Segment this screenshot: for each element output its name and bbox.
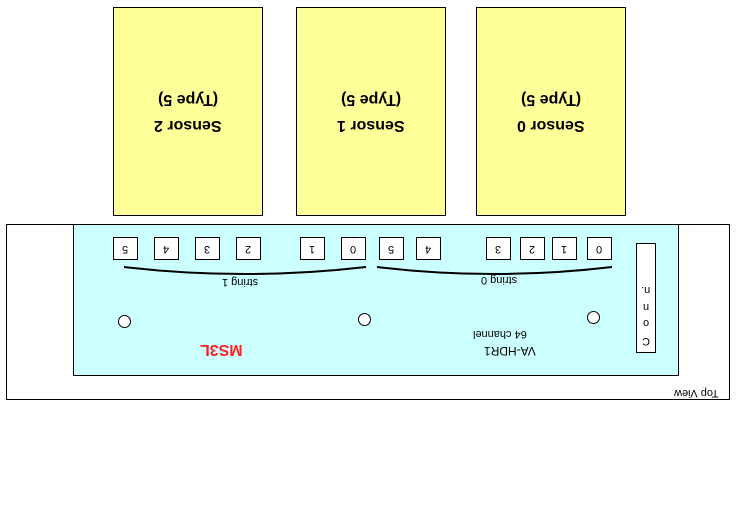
pin: 5 xyxy=(379,237,404,260)
pin: 2 xyxy=(520,237,545,260)
pin: 2 xyxy=(236,237,261,260)
pin: 1 xyxy=(300,237,325,260)
brand-label: MS3L xyxy=(200,341,243,358)
sensor-2-block: (Type 5) Sensor 2 xyxy=(113,7,263,216)
connector: C o n n. xyxy=(636,243,656,353)
pin: 3 xyxy=(195,237,220,260)
sensor-1-block: (Type 5) Sensor 1 xyxy=(296,7,446,216)
pin: 4 xyxy=(154,237,179,260)
mounting-hole xyxy=(118,315,131,328)
pin: 0 xyxy=(587,237,612,260)
mounting-hole xyxy=(358,313,371,326)
pin: 4 xyxy=(416,237,441,260)
board-model: VA-HDR1 xyxy=(484,344,536,358)
pin: 0 xyxy=(341,237,366,260)
channel-count: 64 channel xyxy=(473,328,527,340)
mounting-hole xyxy=(587,311,600,324)
pin: 3 xyxy=(486,237,511,260)
sensor-0-block: (Type 5) Sensor 0 xyxy=(476,7,626,216)
pin: 5 xyxy=(113,237,138,260)
top-view-label: Top View xyxy=(674,387,719,399)
pin: 1 xyxy=(552,237,577,260)
string-0-label: string 0 xyxy=(481,274,518,286)
string-1-label: string 1 xyxy=(222,276,259,288)
